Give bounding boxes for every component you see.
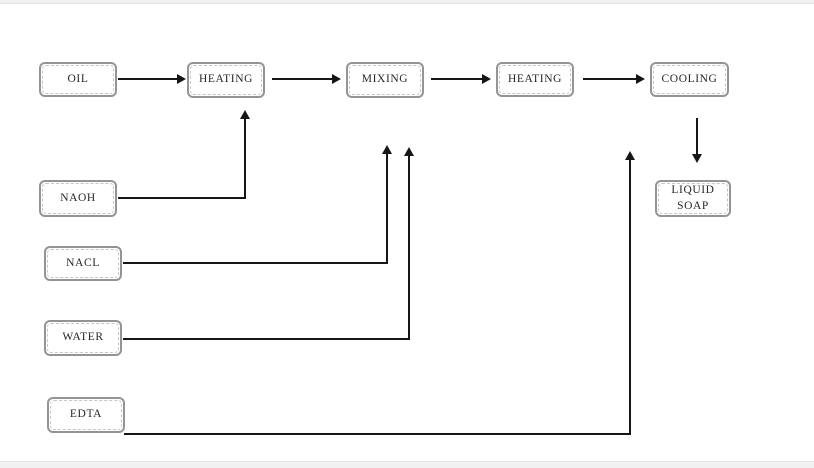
page-bottom-edge bbox=[0, 461, 814, 468]
node-cooling-label: COOLING bbox=[661, 72, 718, 85]
node-edta: EDTA bbox=[47, 397, 125, 433]
node-oil-label: OIL bbox=[67, 72, 89, 85]
node-heating-2-label: HEATING bbox=[507, 72, 563, 85]
edge-naoh-horizontal-line bbox=[118, 197, 246, 199]
node-cooling: COOLING bbox=[650, 62, 729, 97]
edge-heating2-to-cooling-line bbox=[583, 78, 637, 80]
edge-edta-vertical-line bbox=[629, 160, 631, 435]
edge-heating1-to-mixing-line bbox=[272, 78, 333, 80]
node-mixing: MIXING bbox=[346, 62, 424, 98]
arrowhead-up-icon bbox=[625, 151, 635, 160]
edge-mixing-to-heating2-line bbox=[431, 78, 483, 80]
node-liquid-soap-label-line1: LIQUID bbox=[671, 183, 715, 196]
edge-cooling-to-liquid-soap-line bbox=[696, 118, 698, 155]
node-water: WATER bbox=[44, 320, 122, 356]
arrowhead-right-icon bbox=[636, 74, 645, 84]
node-heating-1: HEATING bbox=[187, 62, 265, 98]
node-water-label: WATER bbox=[62, 331, 104, 344]
edge-nacl-vertical-line bbox=[386, 154, 388, 264]
arrowhead-up-icon bbox=[382, 145, 392, 154]
arrowhead-right-icon bbox=[482, 74, 491, 84]
arrowhead-right-icon bbox=[177, 74, 186, 84]
node-naoh-label: NAOH bbox=[60, 191, 96, 204]
page-top-edge bbox=[0, 0, 814, 4]
node-oil: OIL bbox=[39, 62, 117, 97]
edge-water-horizontal-line bbox=[123, 338, 410, 340]
node-nacl-label: NACL bbox=[66, 256, 100, 269]
edge-edta-horizontal-line bbox=[124, 433, 631, 435]
node-edta-label: EDTA bbox=[69, 408, 103, 421]
arrowhead-down-icon bbox=[692, 154, 702, 163]
edge-nacl-horizontal-line bbox=[123, 262, 388, 264]
edge-water-vertical-line bbox=[408, 156, 410, 340]
node-mixing-label: MIXING bbox=[361, 73, 409, 86]
arrowhead-up-icon bbox=[240, 110, 250, 119]
node-liquid-soap: LIQUID SOAP bbox=[655, 180, 731, 217]
edge-oil-to-heating1-line bbox=[118, 78, 178, 80]
node-heating-2: HEATING bbox=[496, 62, 574, 97]
node-nacl: NACL bbox=[44, 246, 122, 281]
node-naoh: NAOH bbox=[39, 180, 117, 217]
edge-naoh-vertical-line bbox=[244, 119, 246, 199]
arrowhead-up-icon bbox=[404, 147, 414, 156]
arrowhead-right-icon bbox=[332, 74, 341, 84]
node-heating-1-label: HEATING bbox=[198, 73, 254, 86]
node-liquid-soap-label-line2: SOAP bbox=[677, 199, 709, 212]
